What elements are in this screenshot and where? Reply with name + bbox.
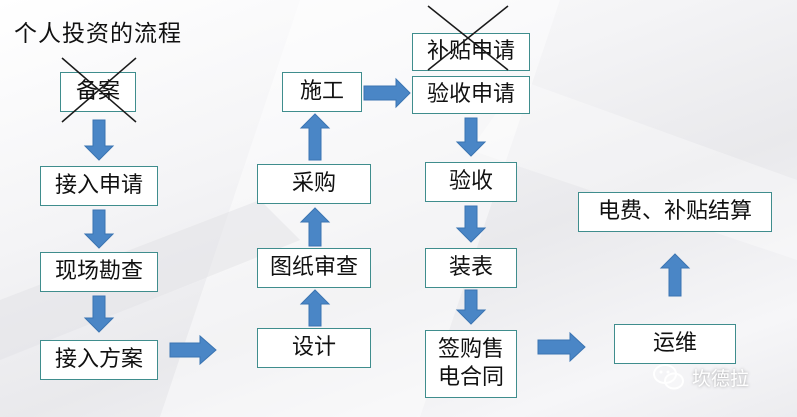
- arrow-down-kancha-to-fangan: [83, 295, 115, 333]
- arrow-up-sheji-to-tuzhi: [299, 289, 331, 327]
- arrow-right-hetong-to-yunwei: [537, 331, 586, 363]
- step-yunwei-label: 运维: [652, 331, 697, 356]
- step-xianchang-kancha: 现场勘查: [40, 252, 158, 292]
- step-jiesuan: 电费、补贴结算: [578, 192, 772, 232]
- arrow-down-jieru-to-kancha: [83, 209, 115, 249]
- step-sheji-label: 设计: [291, 335, 336, 360]
- step-xianchang-kancha-label: 现场勘查: [54, 259, 143, 284]
- step-beian-label: 备案: [75, 79, 120, 104]
- step-tuzhi-shencha: 图纸审查: [257, 248, 371, 288]
- step-butie-shenqing-label: 补贴申请: [426, 39, 515, 64]
- arrow-up-yunwei-to-jiesuan: [659, 253, 691, 297]
- step-yanshou-label: 验收: [448, 169, 493, 194]
- step-jiesuan-label: 电费、补贴结算: [597, 199, 752, 224]
- arrow-right-fangan-to-sheji: [169, 334, 217, 366]
- step-qian-hetong: 签购售 电合同: [425, 330, 517, 398]
- arrow-down-yanshou-to-zhuangbiao: [455, 205, 487, 243]
- step-yunwei: 运维: [614, 324, 736, 364]
- page-title: 个人投资的流程: [14, 21, 182, 47]
- step-shigong: 施工: [282, 72, 362, 112]
- step-shigong-label: 施工: [299, 79, 344, 104]
- step-beian: 备案: [60, 72, 136, 112]
- wechat-logo-icon: [653, 364, 684, 390]
- step-zhuangbiao-label: 装表: [448, 255, 493, 280]
- step-jieru-fangan-label: 接入方案: [54, 347, 143, 372]
- step-yanshou: 验收: [425, 162, 517, 202]
- arrow-down-shenqing-to-yanshou: [455, 117, 487, 157]
- step-sheji: 设计: [257, 328, 371, 368]
- step-tuzhi-shencha-label: 图纸审查: [269, 255, 358, 280]
- step-caigou-label: 采购: [291, 171, 336, 196]
- step-yanshou-shenqing-label: 验收申请: [426, 82, 515, 107]
- step-qian-line1: 签购售: [437, 337, 504, 362]
- arrow-up-tuzhi-to-caigou: [299, 207, 331, 247]
- arrow-right-shigong-to-yanshou: [363, 77, 411, 109]
- step-caigou: 采购: [257, 164, 371, 204]
- watermark: 坎德拉: [652, 362, 749, 392]
- step-zhuangbiao: 装表: [425, 248, 517, 288]
- arrow-down-zhuangbiao-to-hetong: [455, 289, 487, 325]
- step-jieru-fangan: 接入方案: [40, 340, 158, 380]
- step-butie-shenqing: 补贴申请: [412, 33, 530, 71]
- watermark-label: 坎德拉: [692, 367, 750, 390]
- arrow-up-caigou-to-shigong: [299, 113, 331, 161]
- arrow-down-beian-to-jieru: [83, 119, 115, 161]
- step-yanshou-shenqing: 验收申请: [412, 76, 530, 114]
- step-qian-line2: 电合同: [437, 365, 504, 390]
- step-jieru-shenqing: 接入申请: [40, 166, 158, 206]
- step-jieru-shenqing-label: 接入申请: [54, 173, 143, 198]
